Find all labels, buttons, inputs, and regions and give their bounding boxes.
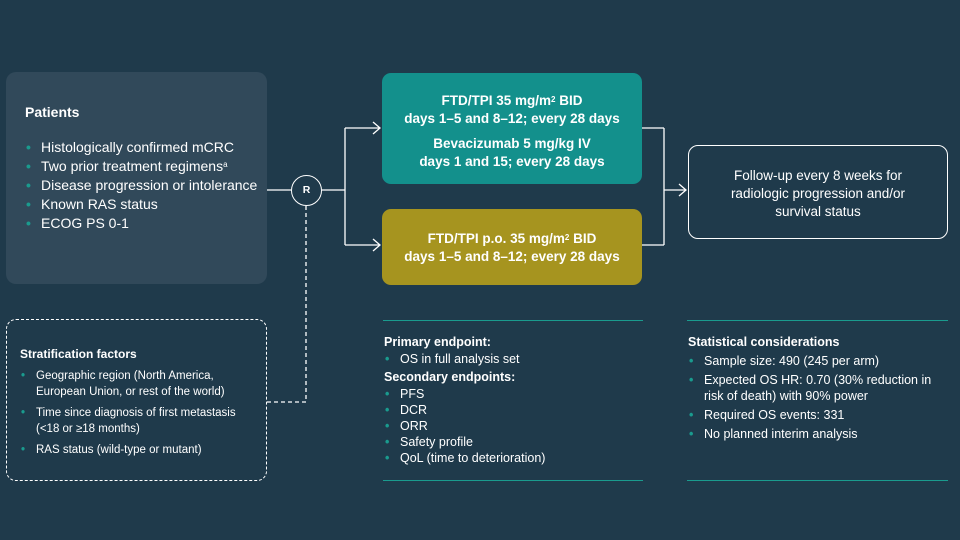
footnote-marker: a [223,160,228,169]
arrowhead-followup [678,183,687,197]
stratification-title: Stratification factors [20,347,137,361]
secondary-endpoints-list: PFS DCR ORR Safety profile QoL (time to … [384,386,643,466]
list-item: Required OS events: 331 [688,407,948,423]
list-item: No planned interim analysis [688,426,948,442]
list-item: Disease progression or intolerance [25,176,267,194]
list-item: Histologically confirmed mCRC [25,138,267,156]
statistics-title: Statistical considerations [688,335,840,349]
list-item: ECOG PS 0-1 [25,214,267,232]
arm1-bevacizumab-schedule: days 1 and 15; every 28 days [419,153,605,169]
arm2-dose: FTD/TPI p.o. 35 mg/m2 BID [427,231,597,246]
arrowhead-arm2 [372,238,381,252]
stratification-box: Stratification factors Geographic region… [6,319,267,481]
treatment-arm-1: FTD/TPI 35 mg/m2 BID days 1–5 and 8–12; … [382,73,642,184]
stratification-list: Geographic region (North America, Europe… [20,369,258,459]
list-item: OS in full analysis set [384,351,643,367]
endpoints-section: Primary endpoint: OS in full analysis se… [383,320,643,481]
list-item: ORR [384,418,643,434]
list-item: Two prior treatment regimensa [25,157,267,175]
statistics-list: Sample size: 490 (245 per arm) Expected … [688,353,948,442]
secondary-endpoints-title: Secondary endpoints: [384,370,516,384]
list-item: QoL (time to deterioration) [384,450,643,466]
statistical-considerations-section: Statistical considerations Sample size: … [687,320,948,481]
arm1-bevacizumab-dose: Bevacizumab 5 mg/kg IV [433,136,591,151]
followup-box: Follow-up every 8 weeks for radiologic p… [688,145,948,239]
followup-line: Follow-up every 8 weeks for [733,168,903,183]
list-item: DCR [384,402,643,418]
list-item: Time since diagnosis of first metastasis… [20,406,258,437]
list-item: Known RAS status [25,195,267,213]
list-item: PFS [384,386,643,402]
arm2-schedule: days 1–5 and 8–12; every 28 days [404,248,620,264]
list-item: RAS status (wild-type or mutant) [20,443,258,459]
arm1-schedule: days 1–5 and 8–12; every 28 days [404,110,620,126]
connector-stratification-dashed [267,206,307,403]
patients-criteria-list: Histologically confirmed mCRC Two prior … [25,138,267,232]
primary-endpoint-title: Primary endpoint: [384,335,491,349]
arrowhead-arm1 [372,121,381,135]
followup-line: survival status [775,204,861,219]
patients-box: Patients Histologically confirmed mCRC T… [6,72,267,284]
arm1-dose: FTD/TPI 35 mg/m2 BID [441,93,583,108]
list-item: Geographic region (North America, Europe… [20,369,258,400]
list-item: Safety profile [384,434,643,450]
list-item: Expected OS HR: 0.70 (30% reduction in r… [688,372,948,404]
followup-line: radiologic progression and/or [730,186,906,201]
randomization-node: R [291,175,322,206]
primary-endpoint-list: OS in full analysis set [384,351,643,367]
treatment-arm-2: FTD/TPI p.o. 35 mg/m2 BID days 1–5 and 8… [382,209,642,285]
list-item: Sample size: 490 (245 per arm) [688,353,948,369]
patients-title: Patients [25,104,80,120]
